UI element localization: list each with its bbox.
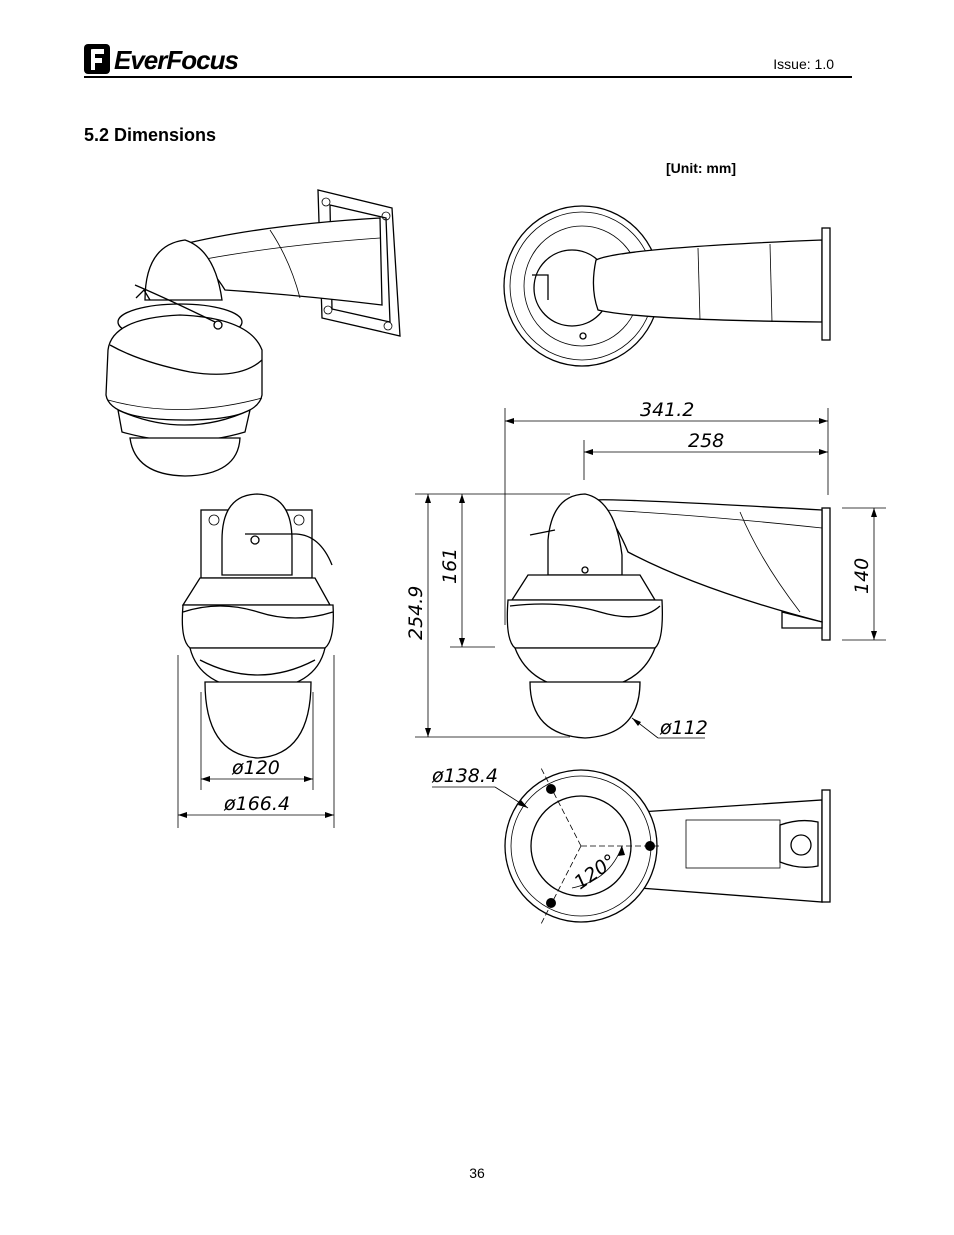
page-number: 36 <box>469 1165 485 1181</box>
page-header: EverFocus Issue: 1.0 <box>84 42 852 78</box>
issue-label: Issue: 1.0 <box>773 56 834 72</box>
side-view <box>506 493 831 739</box>
everfocus-logo: EverFocus <box>84 44 239 75</box>
dim-housing-diameter: ø166.4 <box>223 793 290 815</box>
dim-arm-length: 258 <box>688 430 724 452</box>
unit-note: [Unit: mm] <box>666 160 736 176</box>
side-view-dimensions <box>415 408 886 739</box>
section-title: 5.2 Dimensions <box>84 125 217 145</box>
dim-body-height: 161 <box>439 548 461 584</box>
everfocus-logo-icon <box>84 44 110 74</box>
perspective-view <box>105 189 401 477</box>
dim-total-length: 341.2 <box>640 399 694 421</box>
front-view <box>181 493 334 759</box>
bottom-view <box>432 765 831 927</box>
dim-bracket-height: 140 <box>851 558 873 594</box>
dim-lower-diameter: ø120 <box>231 757 280 779</box>
dim-total-height: 254.9 <box>405 586 427 640</box>
brand-name: EverFocus <box>114 45 239 75</box>
front-view-dimensions <box>177 655 335 828</box>
top-view <box>503 205 831 367</box>
dim-dome-diameter: ø112 <box>659 717 708 739</box>
dim-mount-diameter: ø138.4 <box>431 765 498 787</box>
